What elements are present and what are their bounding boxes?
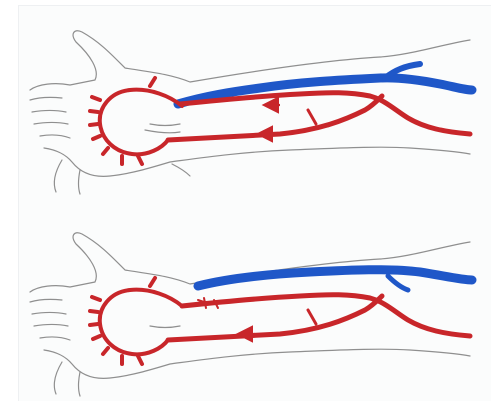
- palmar-arch-top: [90, 78, 182, 164]
- arteries-top: [168, 93, 470, 140]
- vein-bottom: [198, 270, 472, 286]
- bottom-panel: [30, 233, 472, 396]
- arteries-bottom: [168, 295, 470, 340]
- top-panel: [30, 31, 472, 194]
- vein-branch-bottom: [388, 276, 408, 290]
- flow-arrows-top: [260, 105, 280, 134]
- palmar-arch-bottom: [90, 278, 182, 364]
- arm-outline-bottom: [30, 233, 470, 396]
